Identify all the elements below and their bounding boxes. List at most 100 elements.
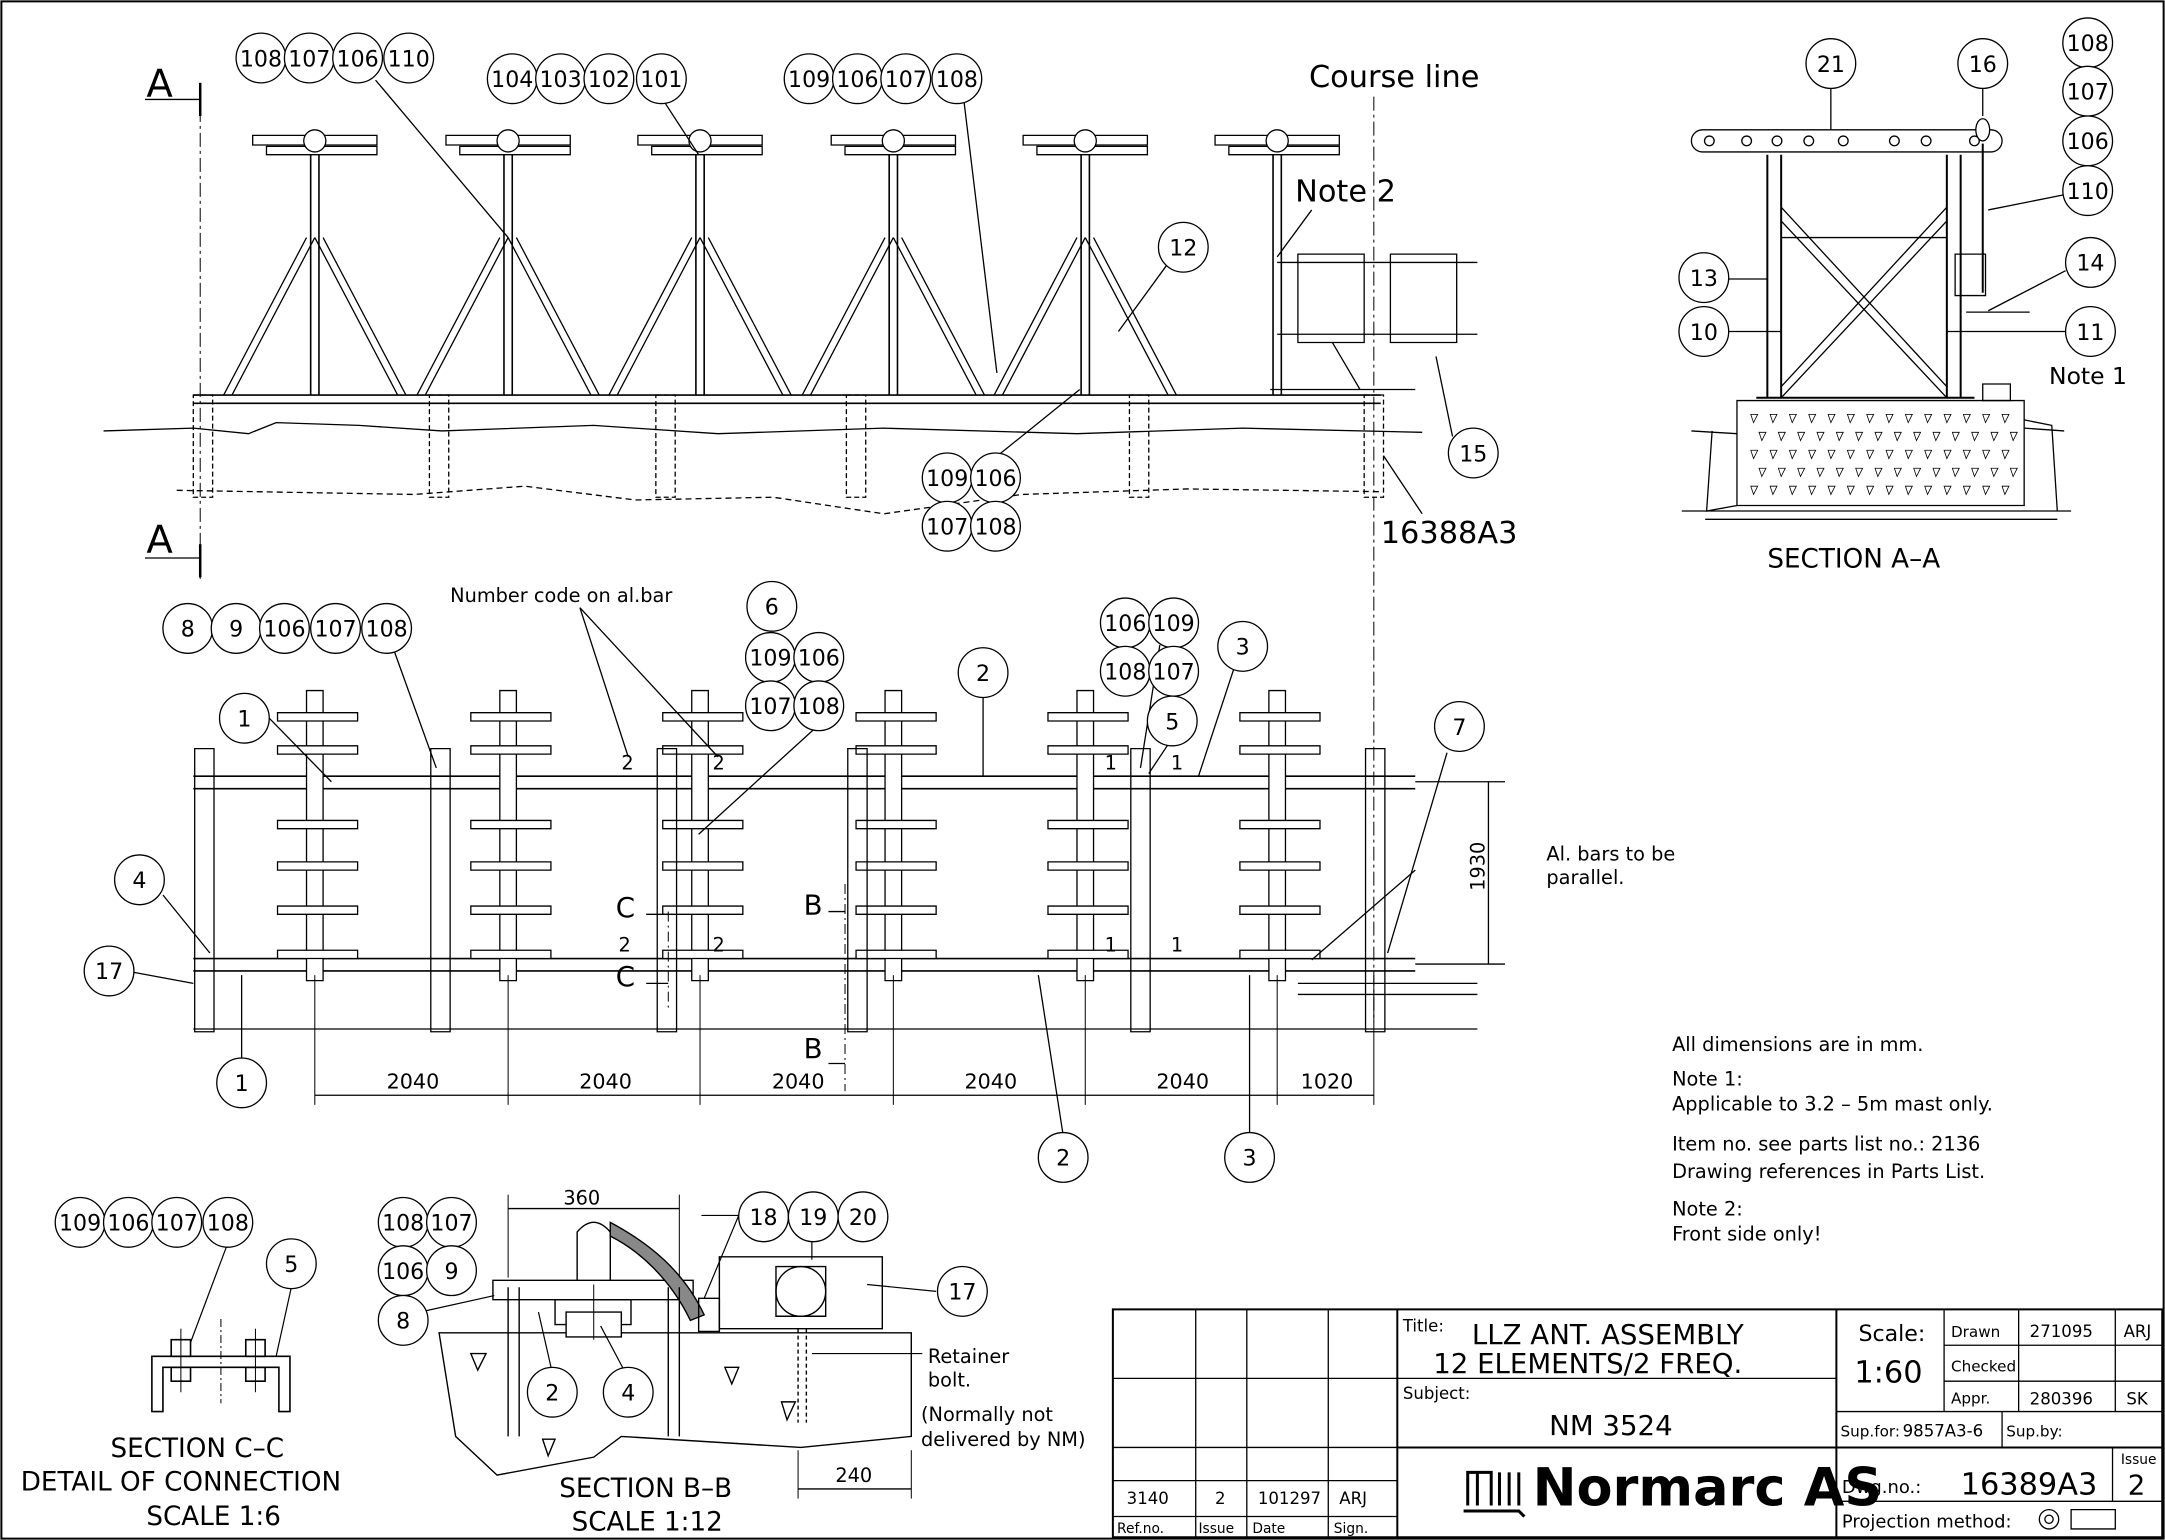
- balloon-number: 16: [1969, 52, 1997, 78]
- balloon-circle: [1158, 222, 1208, 272]
- section-cc-subtitle: DETAIL OF CONNECTION: [21, 1467, 341, 1497]
- section-aa-view: [1682, 86, 2071, 520]
- balloon-number: 102: [588, 67, 630, 93]
- bar-number-code: 1: [1105, 934, 1117, 957]
- item-balloon: 108: [236, 33, 286, 83]
- balloon-number: 106: [798, 646, 840, 672]
- plan-support: [1366, 749, 1385, 1032]
- hatch-mark: [1817, 432, 1824, 440]
- appr-label: Appr.: [1951, 1389, 1990, 1407]
- hatch-mark: [1905, 414, 1912, 422]
- concrete-foundation: [1737, 401, 2024, 506]
- item-balloon: 108: [1100, 646, 1150, 696]
- hatch-mark: [1886, 486, 1893, 494]
- plan-element: [856, 906, 936, 914]
- hatch-mark: [1809, 414, 1816, 422]
- item-balloon: 14: [2066, 238, 2116, 288]
- sup-for-value: 9857A3-6: [1903, 1421, 1984, 1440]
- balloon-circle: [1147, 696, 1197, 746]
- plan-element: [278, 820, 358, 828]
- balloon-circle: [1038, 1133, 1088, 1183]
- hatch-mark: [1894, 432, 1901, 440]
- dim-label: 2040: [964, 1069, 1017, 1093]
- item-balloon: 3: [1218, 622, 1268, 672]
- section-bb-view: [420, 1195, 936, 1499]
- balloon-circle: [838, 1192, 888, 1242]
- item-balloon: 106: [1100, 598, 1150, 648]
- plan-element: [471, 862, 551, 870]
- item-balloon: 2: [958, 648, 1008, 698]
- balloon-number: 107: [1153, 660, 1195, 686]
- balloon-number: 2: [976, 661, 990, 687]
- plan-support: [1131, 749, 1150, 1032]
- balloon-number: 108: [240, 46, 282, 72]
- section-cc-title: SECTION C–C: [110, 1434, 284, 1464]
- plan-element: [856, 950, 936, 958]
- foundation-piles: [193, 395, 1383, 497]
- rev-date: 101297: [1258, 1489, 1321, 1508]
- sup-for-label: Sup.for:: [1841, 1422, 1900, 1440]
- plan-element: [663, 713, 743, 721]
- plan-element: [663, 906, 743, 914]
- section-a-bottom: A: [146, 517, 174, 562]
- hatch-mark: [1778, 468, 1785, 476]
- hatch-mark: [2002, 414, 2009, 422]
- hatch-mark: [1856, 468, 1863, 476]
- balloon-circle: [333, 33, 383, 83]
- balloon-number: 17: [948, 1280, 976, 1306]
- brace: [810, 238, 893, 395]
- balloon-circle: [932, 54, 982, 104]
- hatch-mark: [1905, 486, 1912, 494]
- brace: [224, 238, 307, 395]
- hatch-mark: [1886, 450, 1893, 458]
- balloon-number: 1: [235, 1071, 249, 1097]
- balloon-circle: [958, 648, 1008, 698]
- foundation-dashed-line: [177, 486, 1381, 514]
- balloon-circle: [938, 1267, 988, 1317]
- item-balloon: 21: [1806, 39, 1856, 89]
- balloon-circle: [84, 946, 134, 996]
- sup-by-label: Sup.by:: [2006, 1422, 2062, 1440]
- balloon-number: 17: [95, 959, 123, 985]
- dwg-label: Dwg.no.:: [1842, 1477, 1921, 1498]
- issue-number: 2: [2128, 1468, 2146, 1501]
- item-balloon: 107: [1149, 646, 1199, 696]
- hatch-mark: [1751, 486, 1758, 494]
- mast-stub: [577, 1222, 610, 1280]
- al-bars-line1: Al. bars to be: [1546, 842, 1675, 865]
- hatch-mark: [1828, 486, 1835, 494]
- balloon-number: 107: [2067, 79, 2109, 105]
- balloon-number: 106: [382, 1259, 424, 1285]
- projection-label: Projection method:: [1842, 1512, 2012, 1533]
- item-balloon: 8: [163, 604, 213, 654]
- annotations: Course line Note 2 16388A3 A A SECTION A…: [21, 60, 2127, 1537]
- item-balloon: 102: [584, 54, 634, 104]
- balloon-number: 106: [836, 67, 878, 93]
- not-delivered-line2: delivered by NM): [921, 1428, 1086, 1451]
- bar-number-code: 1: [1171, 751, 1183, 774]
- bar-number-code: 2: [712, 934, 724, 957]
- item-balloon: 4: [603, 1367, 653, 1417]
- item-balloon: 2: [1038, 1133, 1088, 1183]
- balloon-circle: [1679, 253, 1729, 303]
- item-balloon: 110: [384, 33, 434, 83]
- plan-element: [278, 713, 358, 721]
- hatch-mark: [1867, 450, 1874, 458]
- balloon-circle: [220, 693, 270, 743]
- balloon-circle: [794, 681, 844, 731]
- brace: [994, 238, 1077, 395]
- plan-view: [134, 608, 1505, 1136]
- plan-element: [856, 862, 936, 870]
- plan-element: [856, 746, 936, 754]
- hatch-mark: [1963, 486, 1970, 494]
- balloon-number: 101: [640, 67, 682, 93]
- hatch-mark: [1809, 486, 1816, 494]
- item-balloon: 106: [2063, 116, 2113, 166]
- not-delivered-line1: (Normally not: [921, 1403, 1053, 1426]
- note-dimensions: All dimensions are in mm.: [1672, 1033, 1923, 1056]
- balloon-circle: [384, 33, 434, 83]
- brace: [232, 238, 315, 395]
- balloon-number: 106: [263, 617, 305, 643]
